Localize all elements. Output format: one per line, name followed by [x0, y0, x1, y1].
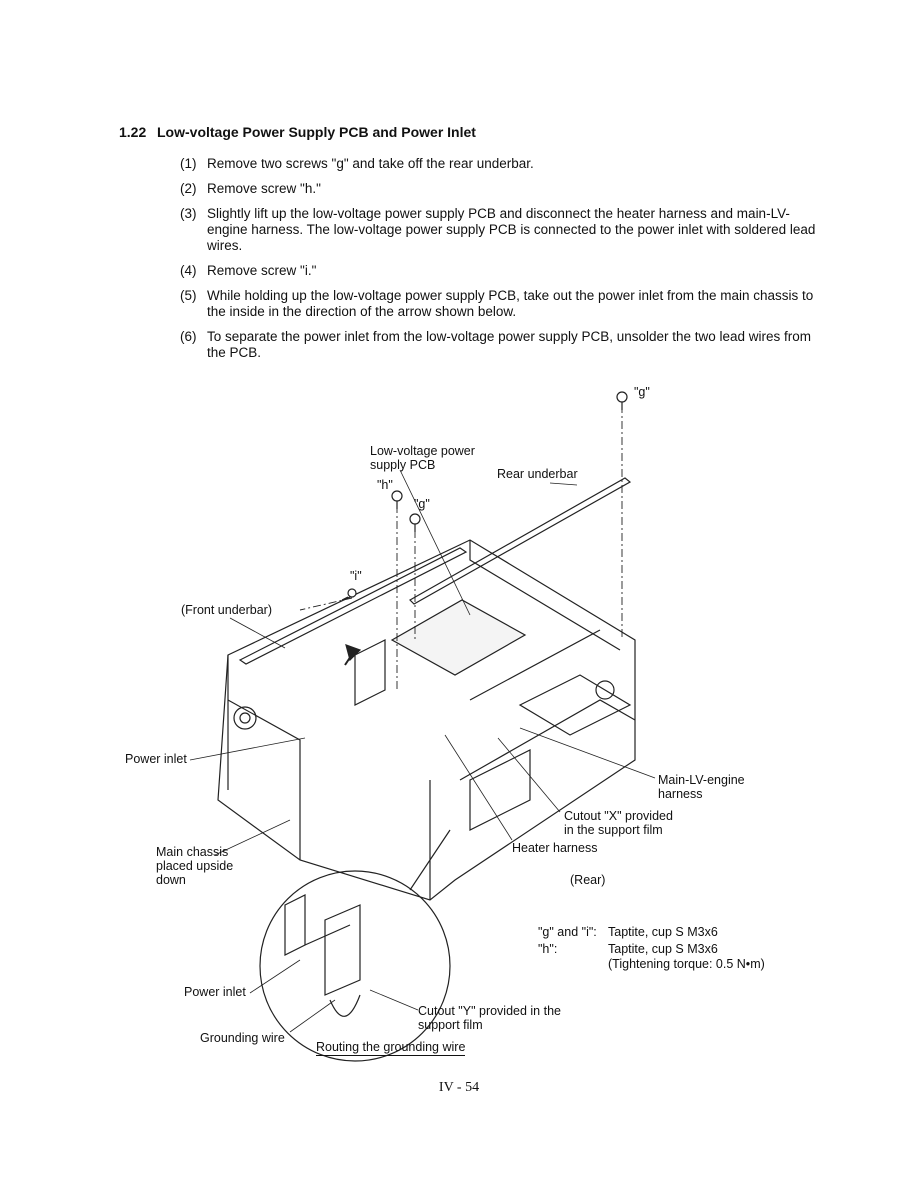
power-inlet — [354, 639, 386, 706]
step-item: (3) Slightly lift up the low-voltage powe… — [180, 206, 820, 254]
lv-pcb — [390, 599, 527, 676]
label-rear: (Rear) — [570, 873, 606, 887]
label-power-inlet: Power inlet — [125, 752, 187, 766]
spec-row: (Tightening torque: 0.5 N•m) — [538, 957, 798, 972]
label-rear-underbar: Rear underbar — [497, 467, 578, 481]
screw-g-top — [616, 391, 628, 410]
step-text: Remove two screws "g" and take off the r… — [207, 156, 534, 171]
exploded-view-illustration — [189, 391, 656, 1062]
spec-value: Taptite, cup S M3x6 — [608, 925, 718, 939]
step-text: Slightly lift up the low-voltage power s… — [207, 206, 816, 253]
spec-key: "g" and "i": — [538, 925, 597, 939]
step-item: (1) Remove two screws "g" and take off th… — [180, 156, 820, 172]
detail-circle — [259, 870, 451, 1062]
label-heater-harness: Heater harness — [512, 841, 598, 855]
spec-key: "h": — [538, 942, 558, 956]
label-front-underbar: (Front underbar) — [181, 603, 273, 617]
spec-row: "h": Taptite, cup S M3x6 — [538, 942, 798, 957]
screw-h — [391, 490, 403, 509]
label-lv-pcb: Low-voltage power supply PCB — [370, 444, 475, 472]
step-text: While holding up the low-voltage power s… — [207, 288, 814, 319]
section-heading: 1.22 Low-voltage Power Supply PCB and Pow… — [119, 124, 476, 140]
rear-underbar — [409, 477, 632, 605]
step-number: (5) — [180, 288, 197, 303]
step-item: (5) While holding up the low-voltage powe… — [180, 288, 820, 320]
label-cutout-y: Cutout "Y" provided in the support film — [418, 1004, 561, 1032]
step-text: To separate the power inlet from the low… — [207, 329, 812, 360]
label-cutout-x: Cutout "X" provided in the support film — [564, 809, 673, 837]
step-number: (6) — [180, 329, 197, 344]
screw-g-mid — [409, 513, 421, 532]
step-text: Remove screw "h." — [207, 181, 321, 196]
step-number: (4) — [180, 263, 197, 278]
step-item: (2) Remove screw "h." — [180, 181, 820, 197]
section-number: 1.22 — [119, 124, 147, 140]
main-chassis-outline — [217, 539, 636, 901]
label-screw-g-mid: "g" — [414, 497, 430, 511]
label-screw-i: "i" — [350, 569, 362, 583]
grounding-wire-path — [329, 994, 361, 1017]
section-title: Low-voltage Power Supply PCB and Power I… — [157, 124, 476, 140]
label-grounding-wire: Grounding wire — [200, 1031, 285, 1045]
label-screw-g-top: "g" — [634, 385, 650, 399]
procedure-steps: (1) Remove two screws "g" and take off th… — [180, 156, 820, 370]
label-power-inlet-detail: Power inlet — [184, 985, 246, 999]
spec-row: "g" and "i": Taptite, cup S M3x6 — [538, 925, 798, 940]
spec-value: Taptite, cup S M3x6 — [608, 942, 718, 956]
step-number: (3) — [180, 206, 197, 221]
gear — [233, 706, 257, 730]
front-underbar — [238, 547, 468, 665]
step-number: (2) — [180, 181, 197, 196]
step-text: Remove screw "i." — [207, 263, 317, 278]
screw-i — [341, 588, 357, 601]
label-screw-h: "h" — [377, 478, 393, 492]
detail-caption: Routing the grounding wire — [316, 1040, 466, 1056]
step-item: (6) To separate the power inlet from the … — [180, 329, 820, 361]
step-number: (1) — [180, 156, 197, 171]
label-main-lv-harness: Main-LV-engine harness — [658, 773, 745, 801]
page-number: IV - 54 — [438, 1080, 480, 1095]
label-main-chassis: Main chassis placed upside down — [156, 845, 234, 887]
step-item: (4) Remove screw "i." — [180, 263, 820, 279]
spec-value: (Tightening torque: 0.5 N•m) — [608, 957, 765, 971]
